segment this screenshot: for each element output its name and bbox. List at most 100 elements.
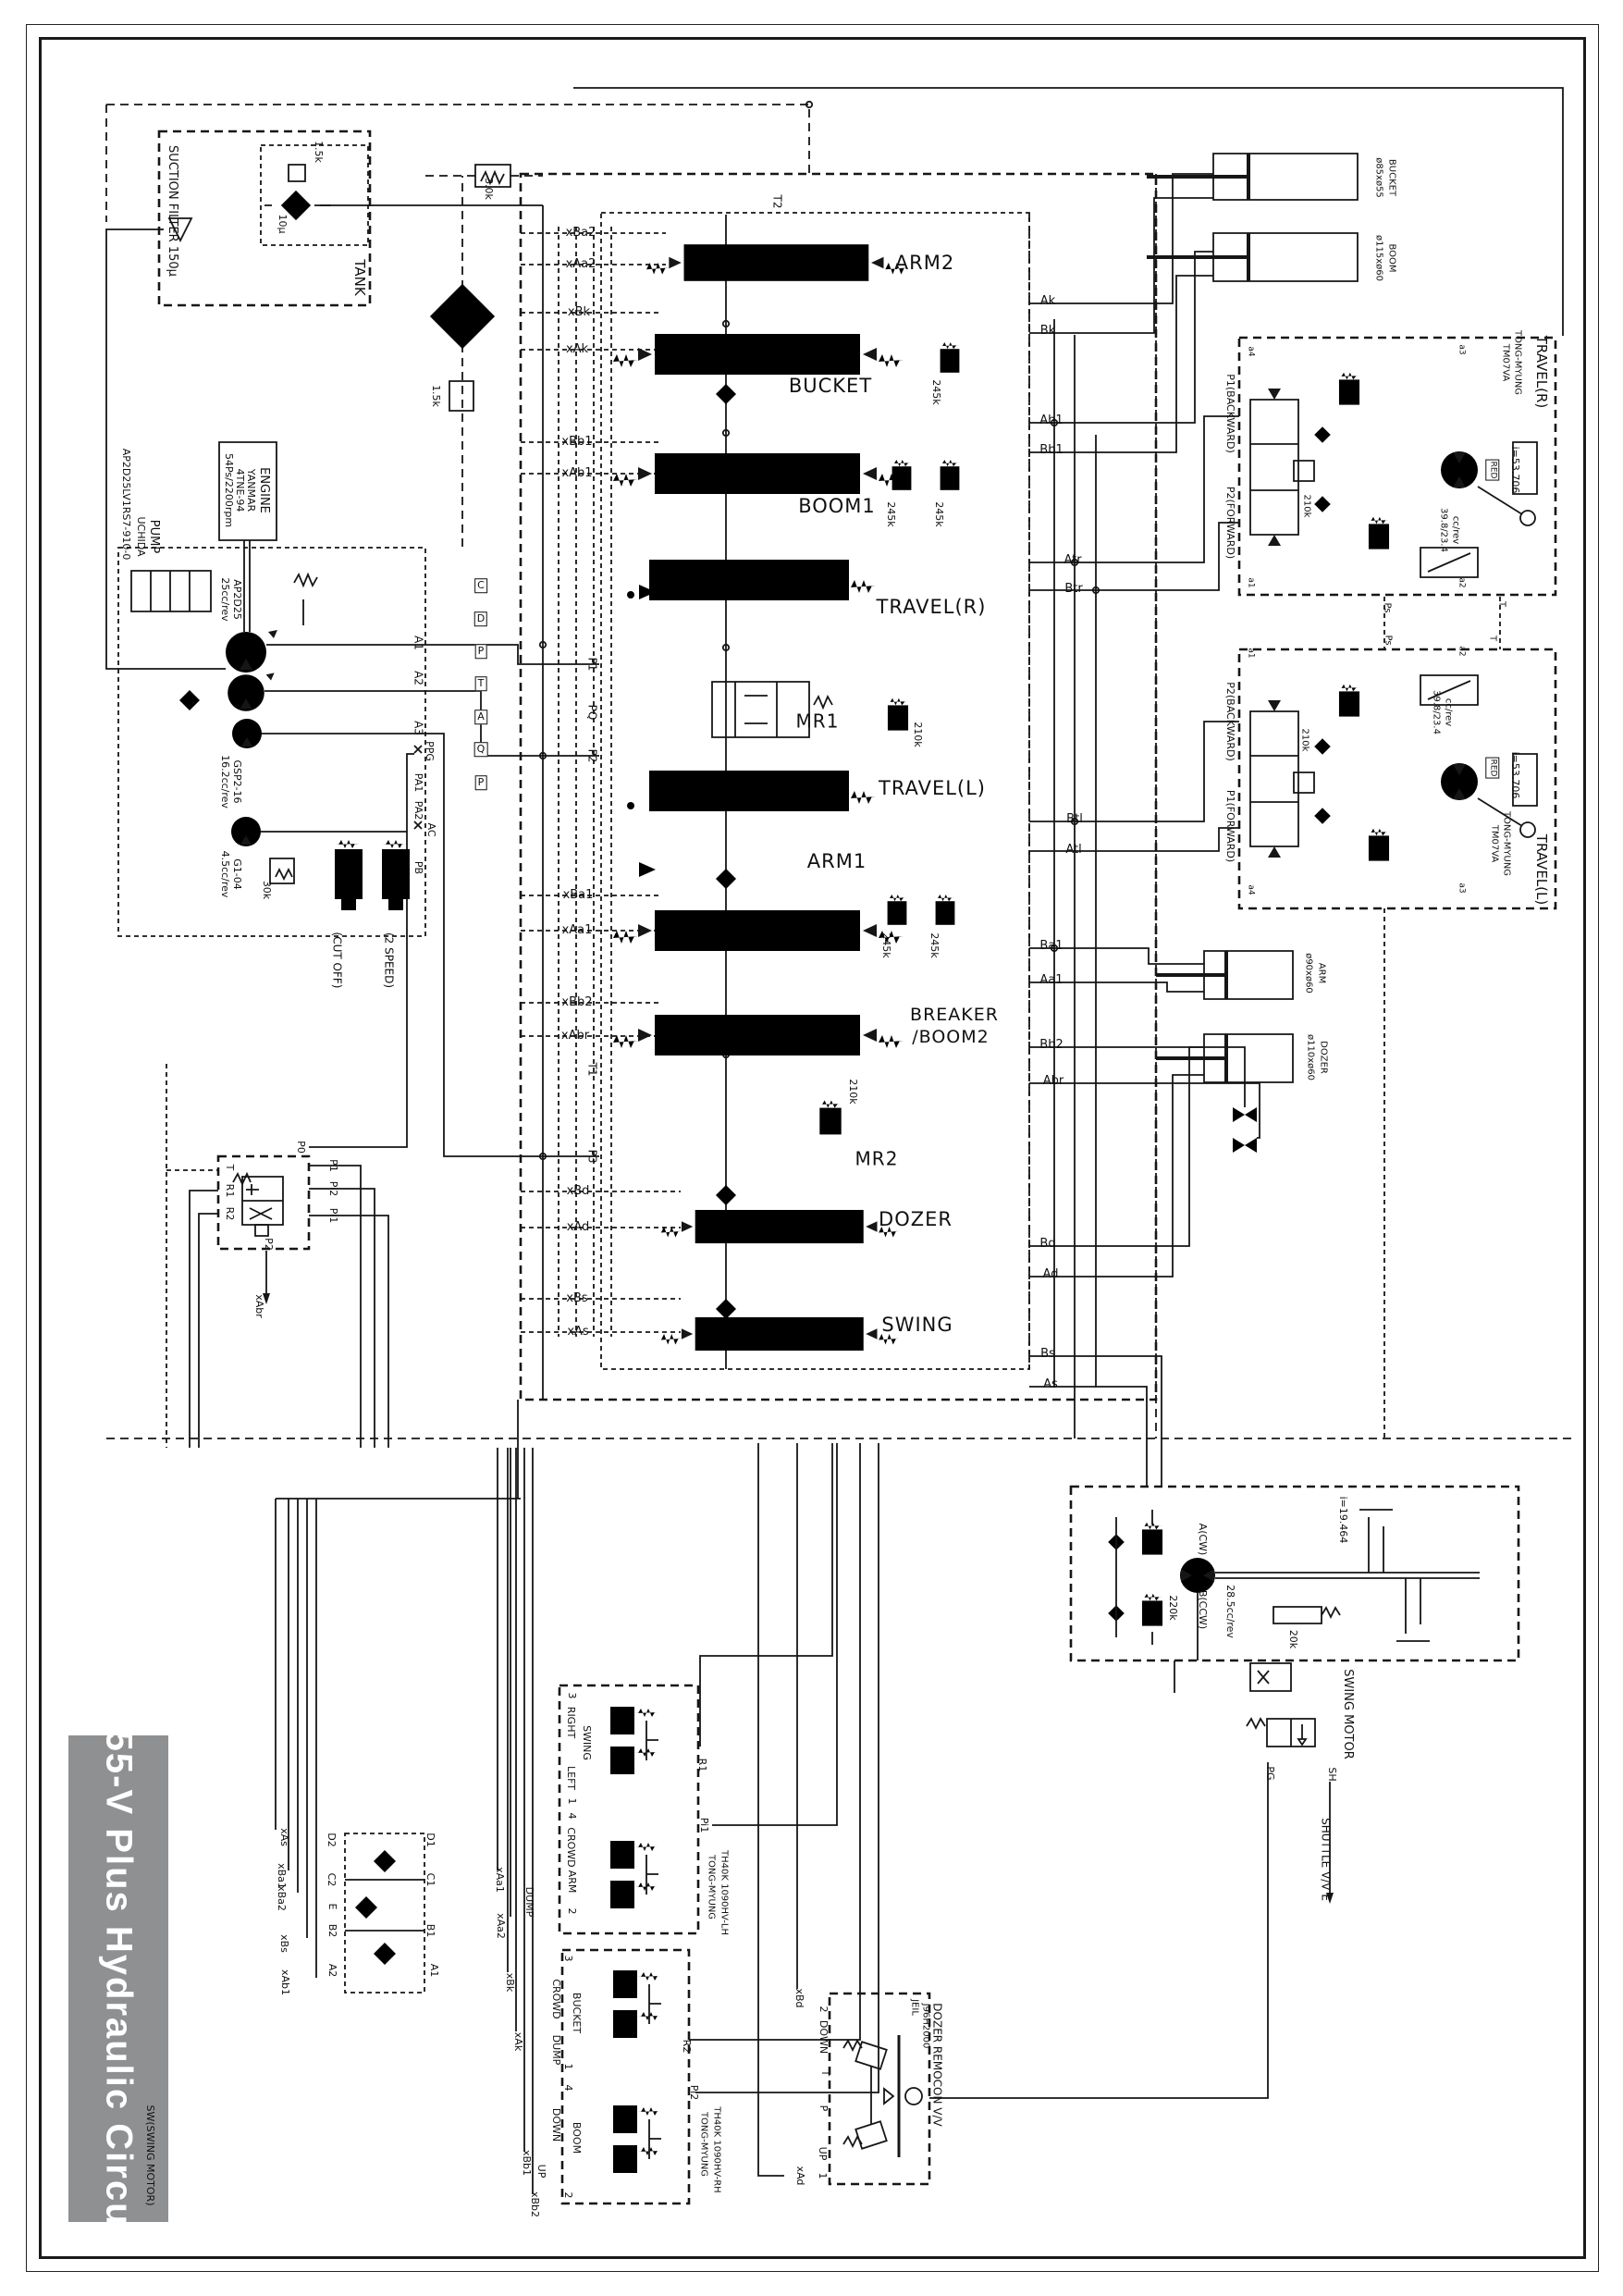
engine-box <box>219 442 277 540</box>
dz-down: DOWN <box>817 2019 830 2055</box>
sig-xad: xAd <box>793 2166 806 2186</box>
sig-xak: xAk <box>511 2031 524 2052</box>
pilot-select-valve <box>233 1174 283 1236</box>
rh-joystick-box <box>562 1950 689 2203</box>
swing-b-ccw: B(CCW) <box>1196 1589 1209 1630</box>
lh-r1: R1 <box>695 1758 708 1772</box>
return-filter-box <box>261 145 368 245</box>
bucket-valve <box>613 334 904 375</box>
cutoff-solenoid <box>335 840 363 910</box>
travel-r-valve <box>627 560 876 600</box>
swing-pg: PG <box>1263 1766 1276 1781</box>
port-t1: T1 <box>585 1062 599 1077</box>
dozer-valve <box>660 1209 900 1244</box>
lh-4: 4 <box>565 1812 578 1820</box>
pblock-p2: P2 <box>262 1238 275 1251</box>
cyl-boom-name: BOOM <box>1386 243 1397 273</box>
dozer-remocon-valve <box>843 2035 922 2157</box>
valve-housing-box <box>601 213 1029 1369</box>
lh-crowd: CROWD <box>564 1827 577 1868</box>
pump2-model: GSP2-16 <box>230 759 243 804</box>
work-abr: Abr <box>1042 1074 1064 1089</box>
pilot-pump <box>231 817 261 846</box>
dozer-remocon-brand2: J96H2000 <box>920 2003 931 2049</box>
port-p1: P1 <box>585 657 599 672</box>
t-label-r: T <box>1496 600 1507 608</box>
travell-a3: a3 <box>1457 883 1467 894</box>
work-aa1: Aa1 <box>1039 973 1064 988</box>
lh-brand1: TONG-MYUNG <box>706 1854 717 1920</box>
boom1-port-relief-a <box>891 459 912 490</box>
work-ad: Ad <box>1042 1267 1059 1282</box>
pilot-xba2: xBa2 <box>565 226 596 241</box>
section-dozer: DOZER <box>879 1207 953 1230</box>
mr1-relief <box>887 697 909 731</box>
arm-cylinder <box>1156 951 1293 999</box>
port-a3: A3 <box>412 721 425 735</box>
component-boxes <box>118 131 1555 2203</box>
relief-30-label: 3.0k <box>482 178 495 200</box>
travelr-port-p1: P1(BACKWARD) <box>1223 374 1236 453</box>
engine-line2: YANMAR <box>244 468 257 512</box>
dozer-cylinder <box>1156 1034 1293 1082</box>
travelr-red: RED <box>1485 459 1500 481</box>
section-swing: SWING <box>881 1313 953 1336</box>
work-bd: Bd <box>1039 1237 1056 1252</box>
port-ac: AC <box>424 822 437 837</box>
pump3-disp: 4.5cc/rev <box>218 850 231 898</box>
work-atl: Atl <box>1065 843 1082 858</box>
rh-brand2: TH40K 1090HV-RH <box>711 2106 722 2193</box>
travelr-disp2: cc/rev <box>1450 515 1461 545</box>
relief-arm1-b: 245k <box>928 932 941 958</box>
pump-box <box>118 548 425 936</box>
section-arm2: ARM2 <box>894 251 955 274</box>
dozer-remocon-brand1: JEIL <box>909 1999 920 2016</box>
work-btl: Btl <box>1066 812 1083 827</box>
work-as: As <box>1043 1377 1058 1392</box>
suction-filter-icon <box>169 218 191 241</box>
lh-1: 1 <box>565 1797 578 1805</box>
bucket-port-relief <box>940 341 960 373</box>
shuttle-e: E <box>326 1903 338 1910</box>
cyl-arm-size: ø90xø60 <box>1303 953 1314 994</box>
engine-line4: 54Ps/2200rpm <box>222 452 235 528</box>
relief-boom1-a: 245k <box>884 501 897 527</box>
pilot-select-box <box>218 1156 309 1249</box>
pblock-t: T <box>223 1164 236 1171</box>
engine-line3: 4TNE-94 <box>233 468 246 512</box>
travel-l-box <box>1239 649 1555 908</box>
work-bb1: Bb1 <box>1039 443 1064 458</box>
port-a1: A1 <box>412 636 425 650</box>
travell-brand1: TONG-MYUNG <box>1501 810 1512 877</box>
sig-xbk: xBk <box>503 1972 516 1993</box>
relief-30-valve <box>475 165 510 187</box>
pblock-p1: P1 <box>326 1159 339 1172</box>
vport-p2: P <box>474 775 487 790</box>
rh-4: 4 <box>561 2084 574 2092</box>
port-pb: PB <box>412 860 424 875</box>
vport-d: D <box>473 611 488 626</box>
pblock-r1: R1 <box>223 1183 236 1198</box>
section-travel-l: TRAVEL(L) <box>878 776 987 799</box>
travelr-ratio: i=53.706 <box>1508 446 1521 494</box>
port-p3: P3 <box>585 1149 599 1164</box>
swing-220k: 220k <box>1166 1595 1179 1621</box>
main-valve-box <box>521 174 1156 1400</box>
sig-xba2: xBa2 <box>275 1885 288 1911</box>
sig-xab1: xAb1 <box>278 1969 291 1996</box>
travell-brand2: TM07VA <box>1489 824 1500 863</box>
lh-pi1: Pi1 <box>697 1817 710 1833</box>
travell-port-p2: P2(BACKWARD) <box>1223 682 1236 761</box>
section-mr2: MR2 <box>855 1147 899 1170</box>
shuttle-d1: D1 <box>424 1833 436 1847</box>
travell-disp2: cc/rev <box>1443 697 1454 727</box>
rh-3: 3 <box>561 1955 574 1962</box>
section-bucket: BUCKET <box>788 374 873 397</box>
breaker-coupler-b <box>1233 1138 1257 1153</box>
travel-r-box <box>1239 338 1555 595</box>
sig-xbs: xBs <box>277 1934 290 1953</box>
pilot-xabr: xAbr <box>560 1029 590 1043</box>
port-pq: PQ <box>585 704 599 721</box>
sig-xbb2: xBb2 <box>528 2191 541 2218</box>
